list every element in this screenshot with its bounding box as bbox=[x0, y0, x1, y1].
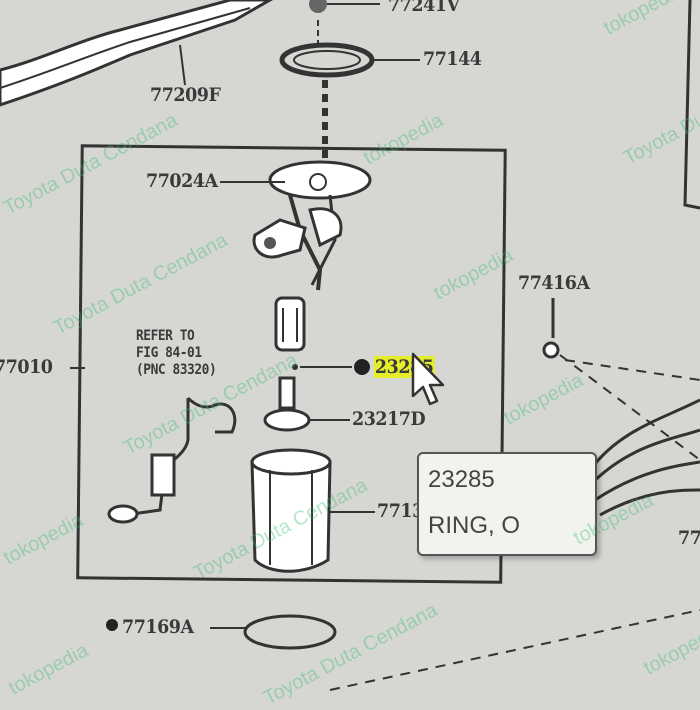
fuel-pipe-shape bbox=[0, 0, 274, 107]
part-label-77241v[interactable]: 77241V bbox=[388, 0, 460, 16]
lower-gasket-shape bbox=[243, 614, 337, 650]
part-label-77010[interactable]: 77010 bbox=[0, 356, 53, 378]
part-label-77-right[interactable]: 77 bbox=[678, 527, 700, 549]
refer-note-line3: (PNC 83320) bbox=[136, 362, 217, 378]
part-label-7713[interactable]: 7713 bbox=[377, 500, 424, 522]
part-label-77416a[interactable]: 77416A bbox=[518, 272, 590, 294]
pump-bracket-shape bbox=[268, 160, 372, 200]
part-label-77209f[interactable]: 77209F bbox=[150, 84, 221, 106]
part-label-77144[interactable]: 77144 bbox=[423, 48, 482, 70]
mouse-cursor-icon bbox=[411, 352, 445, 406]
assembly-frame bbox=[76, 144, 507, 584]
refer-note-line2: FIG 84-01 bbox=[136, 345, 202, 361]
o-ring-marker bbox=[354, 359, 370, 375]
fuel-filter-shape bbox=[274, 296, 306, 352]
refer-note-line1: REFER TO bbox=[136, 328, 195, 344]
part-label-77169a[interactable]: 77169A bbox=[122, 616, 194, 638]
part-label-77024a[interactable]: 77024A bbox=[146, 170, 218, 192]
part-tooltip: 23285 RING, O bbox=[417, 452, 597, 556]
pump-housing-shape bbox=[250, 460, 332, 573]
tooltip-part-number: 23285 bbox=[428, 466, 495, 493]
gasket-ring-shape bbox=[279, 42, 375, 78]
part-label-23217d[interactable]: 23217D bbox=[352, 408, 426, 430]
tooltip-description: RING, O bbox=[428, 512, 521, 539]
refer-note: REFER TO FIG 84-01 (PNC 83320) bbox=[136, 328, 217, 379]
wire-harness-shape bbox=[111, 398, 190, 522]
